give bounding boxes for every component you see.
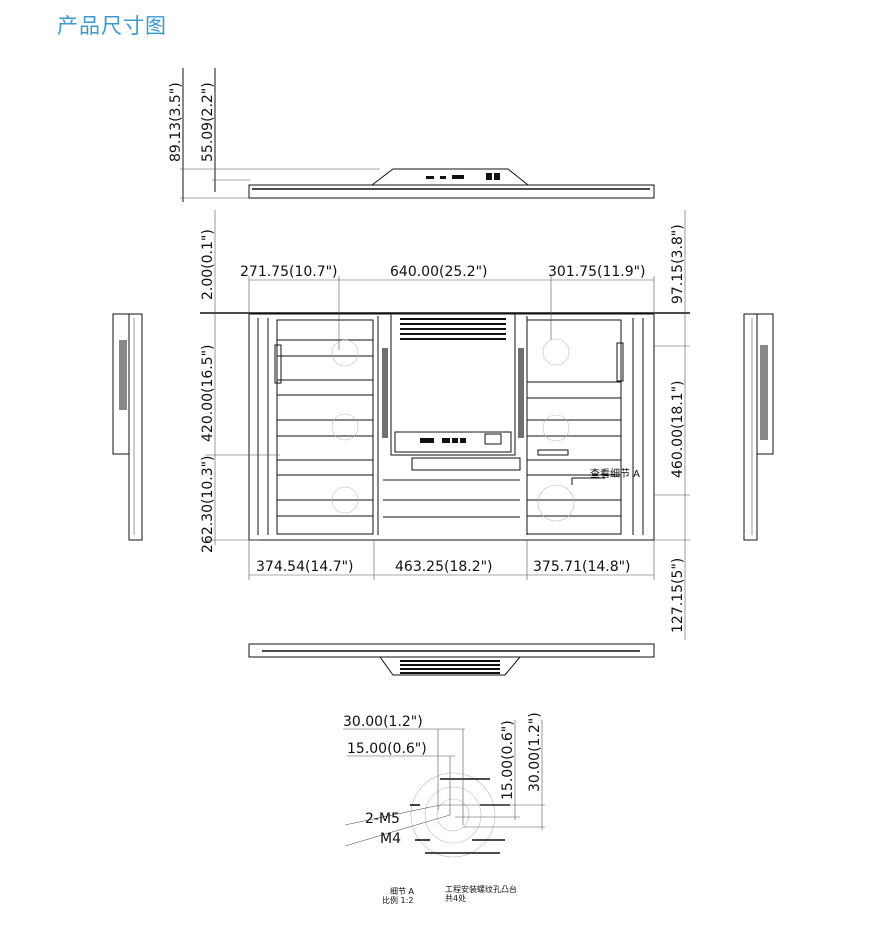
dim-top-left: 271.75(10.7") (240, 264, 338, 280)
detail-dim-15-vertical: 15.00(0.6") (500, 720, 516, 800)
detail-dim-30-vertical: 30.00(1.2") (527, 712, 543, 792)
bottom-view (248, 643, 655, 676)
dim-left-bottom: 262.30(10.3") (200, 455, 216, 553)
dim-right-top: 97.15(3.8") (670, 224, 686, 304)
dim-left-middle: 420.00(16.5") (200, 344, 216, 442)
rear-top-dims: 271.75(10.7") 640.00(25.2") 301.75(11.9"… (240, 264, 646, 280)
page-title: 产品尺寸图 (57, 14, 167, 38)
rear-left-dims: 2.00(0.1") 420.00(16.5") 262.30(10.3") (200, 229, 216, 553)
dim-total-depth: 89.13(3.5") (168, 82, 184, 162)
dim-left-top: 2.00(0.1") (200, 229, 216, 300)
dim-bottom-right: 375.71(14.8") (533, 559, 631, 575)
detail-dim-15-horizontal: 15.00(0.6") (347, 741, 427, 757)
dim-bottom-middle: 463.25(18.2") (395, 559, 493, 575)
dim-right-bottom: 127.15(5") (670, 558, 686, 633)
detail-dim-30-horizontal: 30.00(1.2") (343, 714, 423, 730)
dim-top-middle: 640.00(25.2") (390, 264, 488, 280)
label-2-m5: 2-M5 (365, 811, 400, 827)
rear-view (200, 312, 690, 541)
label-m4: M4 (380, 831, 401, 847)
detail-caption-name: 细节 A (390, 886, 415, 896)
detail-caption-count: 共4处 (445, 893, 466, 903)
top-view (180, 68, 655, 202)
detail-a (343, 720, 545, 858)
detail-a-callout: 查看细节 A (590, 467, 640, 480)
dim-top-right: 301.75(11.9") (548, 264, 646, 280)
dim-bottom-left: 374.54(14.7") (256, 559, 354, 575)
dim-body-depth: 55.09(2.2") (200, 82, 216, 162)
rear-right-dims: 97.15(3.8") 460.00(18.1") 127.15(5") (670, 224, 686, 633)
detail-caption-description: 工程安装螺纹孔凸台 (445, 884, 517, 894)
right-side-view (743, 313, 774, 541)
rear-bottom-dims: 374.54(14.7") 463.25(18.2") 375.71(14.8"… (256, 559, 631, 575)
left-side-view (112, 313, 143, 541)
dim-right-middle: 460.00(18.1") (670, 380, 686, 478)
detail-caption-scale: 比例 1:2 (382, 895, 413, 905)
